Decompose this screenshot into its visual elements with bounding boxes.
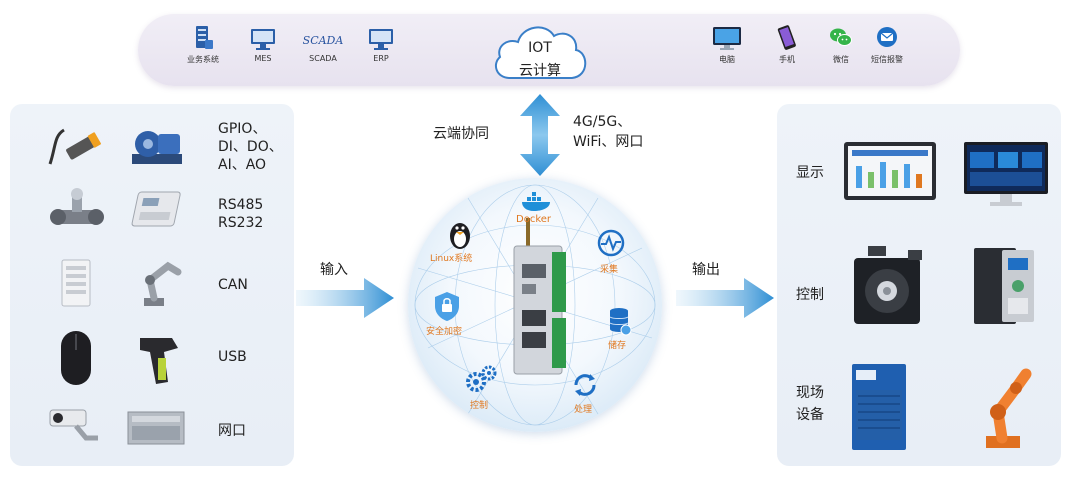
mouse-icon [61, 331, 91, 385]
edge-gateway-device-icon [513, 218, 566, 375]
ethernet-line: 网口 [218, 423, 246, 439]
sms-alarm-item: 短信报警 [852, 24, 922, 65]
industrial-robot-icon [986, 368, 1032, 448]
proximity-sensor-icon [48, 128, 101, 165]
field-device-line-2: 设备 [796, 407, 824, 423]
plc-module-icon [127, 411, 185, 445]
control-gears-icon [466, 365, 497, 392]
collect-wave-icon [597, 229, 625, 257]
dashboard-monitor-icon [964, 142, 1048, 206]
air-compressor-icon [852, 364, 906, 450]
control-output-label: 控制 [796, 284, 824, 306]
sms-alarm-label: 短信报警 [871, 55, 903, 64]
scada-item: SCADA SCADA [288, 24, 358, 63]
erp-item: ERP [346, 24, 416, 63]
cloud-sync-label: 云端协同 [433, 126, 489, 142]
touch-panel-icon [844, 142, 936, 200]
gpio-line-2: DI、DO、 [218, 139, 283, 155]
field-device-line-1: 现场 [796, 385, 824, 401]
servo-motor-icon [854, 246, 922, 324]
blower-pump-icon [132, 131, 182, 164]
output-arrow [676, 278, 774, 318]
display-line: 显示 [796, 165, 824, 181]
iot-cloud: IOT 云计算 [488, 18, 592, 84]
business-system-item: 业务系统 [168, 24, 238, 65]
security-shield-icon [435, 292, 459, 321]
rs232-line: RS232 [218, 215, 264, 231]
wechat-label: 微信 [833, 55, 849, 64]
inverter-drive-icon [974, 248, 1034, 324]
input-label: 输入 [320, 262, 348, 278]
control-label: 控制 [470, 401, 489, 411]
input-arrow [296, 278, 394, 318]
linux-tux-icon [450, 223, 470, 249]
monitor-icon [369, 29, 393, 50]
scada-label: SCADA [309, 54, 337, 63]
output-label: 输出 [692, 262, 720, 278]
monitor-icon [251, 29, 275, 50]
docker-label: Docker [516, 214, 552, 225]
computer-label: 电脑 [719, 55, 735, 64]
gateway-globe: Linux系统 Docker 采集 安全加密 储存 控制 [408, 178, 662, 432]
computer-icon [713, 27, 741, 50]
storage-database-icon [609, 308, 632, 336]
computer-item: 电脑 [692, 24, 762, 65]
can-device-icon [61, 259, 91, 307]
process-cycle-icon [574, 374, 596, 396]
ethernet-label: 网口 [218, 422, 246, 440]
usb-label: USB [218, 348, 247, 366]
process-label: 处理 [574, 405, 593, 415]
cloud-sync-arrow [520, 94, 560, 176]
display-label: 显示 [796, 162, 824, 184]
flow-meter-icon [50, 188, 104, 225]
network-label-line1: 4G/5G、 [573, 114, 632, 130]
gpio-label: GPIO、 DI、DO、 AI、AO [218, 120, 283, 174]
can-line: CAN [218, 277, 248, 293]
robot-arm-icon [144, 261, 182, 306]
business-system-label: 业务系统 [187, 55, 219, 64]
scada-wordmark: SCADA [302, 34, 344, 47]
docker-whale-icon [522, 192, 550, 211]
energy-meter-icon [131, 191, 181, 227]
camera-icon [49, 409, 98, 441]
cloud-title-computing: 云计算 [519, 63, 561, 79]
server-icon [196, 26, 213, 49]
field-device-label: 现场 设备 [796, 382, 824, 426]
barcode-scanner-icon [140, 338, 178, 384]
sms-icon [877, 27, 897, 47]
phone-icon [777, 25, 796, 50]
can-label: CAN [218, 276, 248, 294]
storage-label: 储存 [608, 341, 627, 351]
phone-item: 手机 [752, 24, 822, 65]
cloud-title-iot: IOT [528, 40, 552, 56]
rs485-line: RS485 [218, 197, 264, 213]
phone-label: 手机 [779, 55, 795, 64]
serial-label: RS485 RS232 [218, 196, 263, 232]
mes-item: MES [228, 24, 298, 63]
security-label: 安全加密 [426, 327, 463, 337]
cloud-icon [494, 26, 587, 79]
linux-label: Linux系统 [430, 254, 473, 264]
network-label-line2: WiFi、网口 [573, 134, 644, 150]
wechat-icon [830, 28, 852, 46]
erp-label: ERP [373, 54, 389, 63]
collect-label: 采集 [600, 265, 619, 275]
gpio-line-3: AI、AO [218, 157, 267, 173]
usb-line: USB [218, 349, 247, 365]
mes-label: MES [254, 54, 272, 63]
wechat-item: 微信 [806, 24, 876, 65]
gpio-line-1: GPIO、 [218, 121, 267, 137]
control-output-line: 控制 [796, 287, 824, 303]
